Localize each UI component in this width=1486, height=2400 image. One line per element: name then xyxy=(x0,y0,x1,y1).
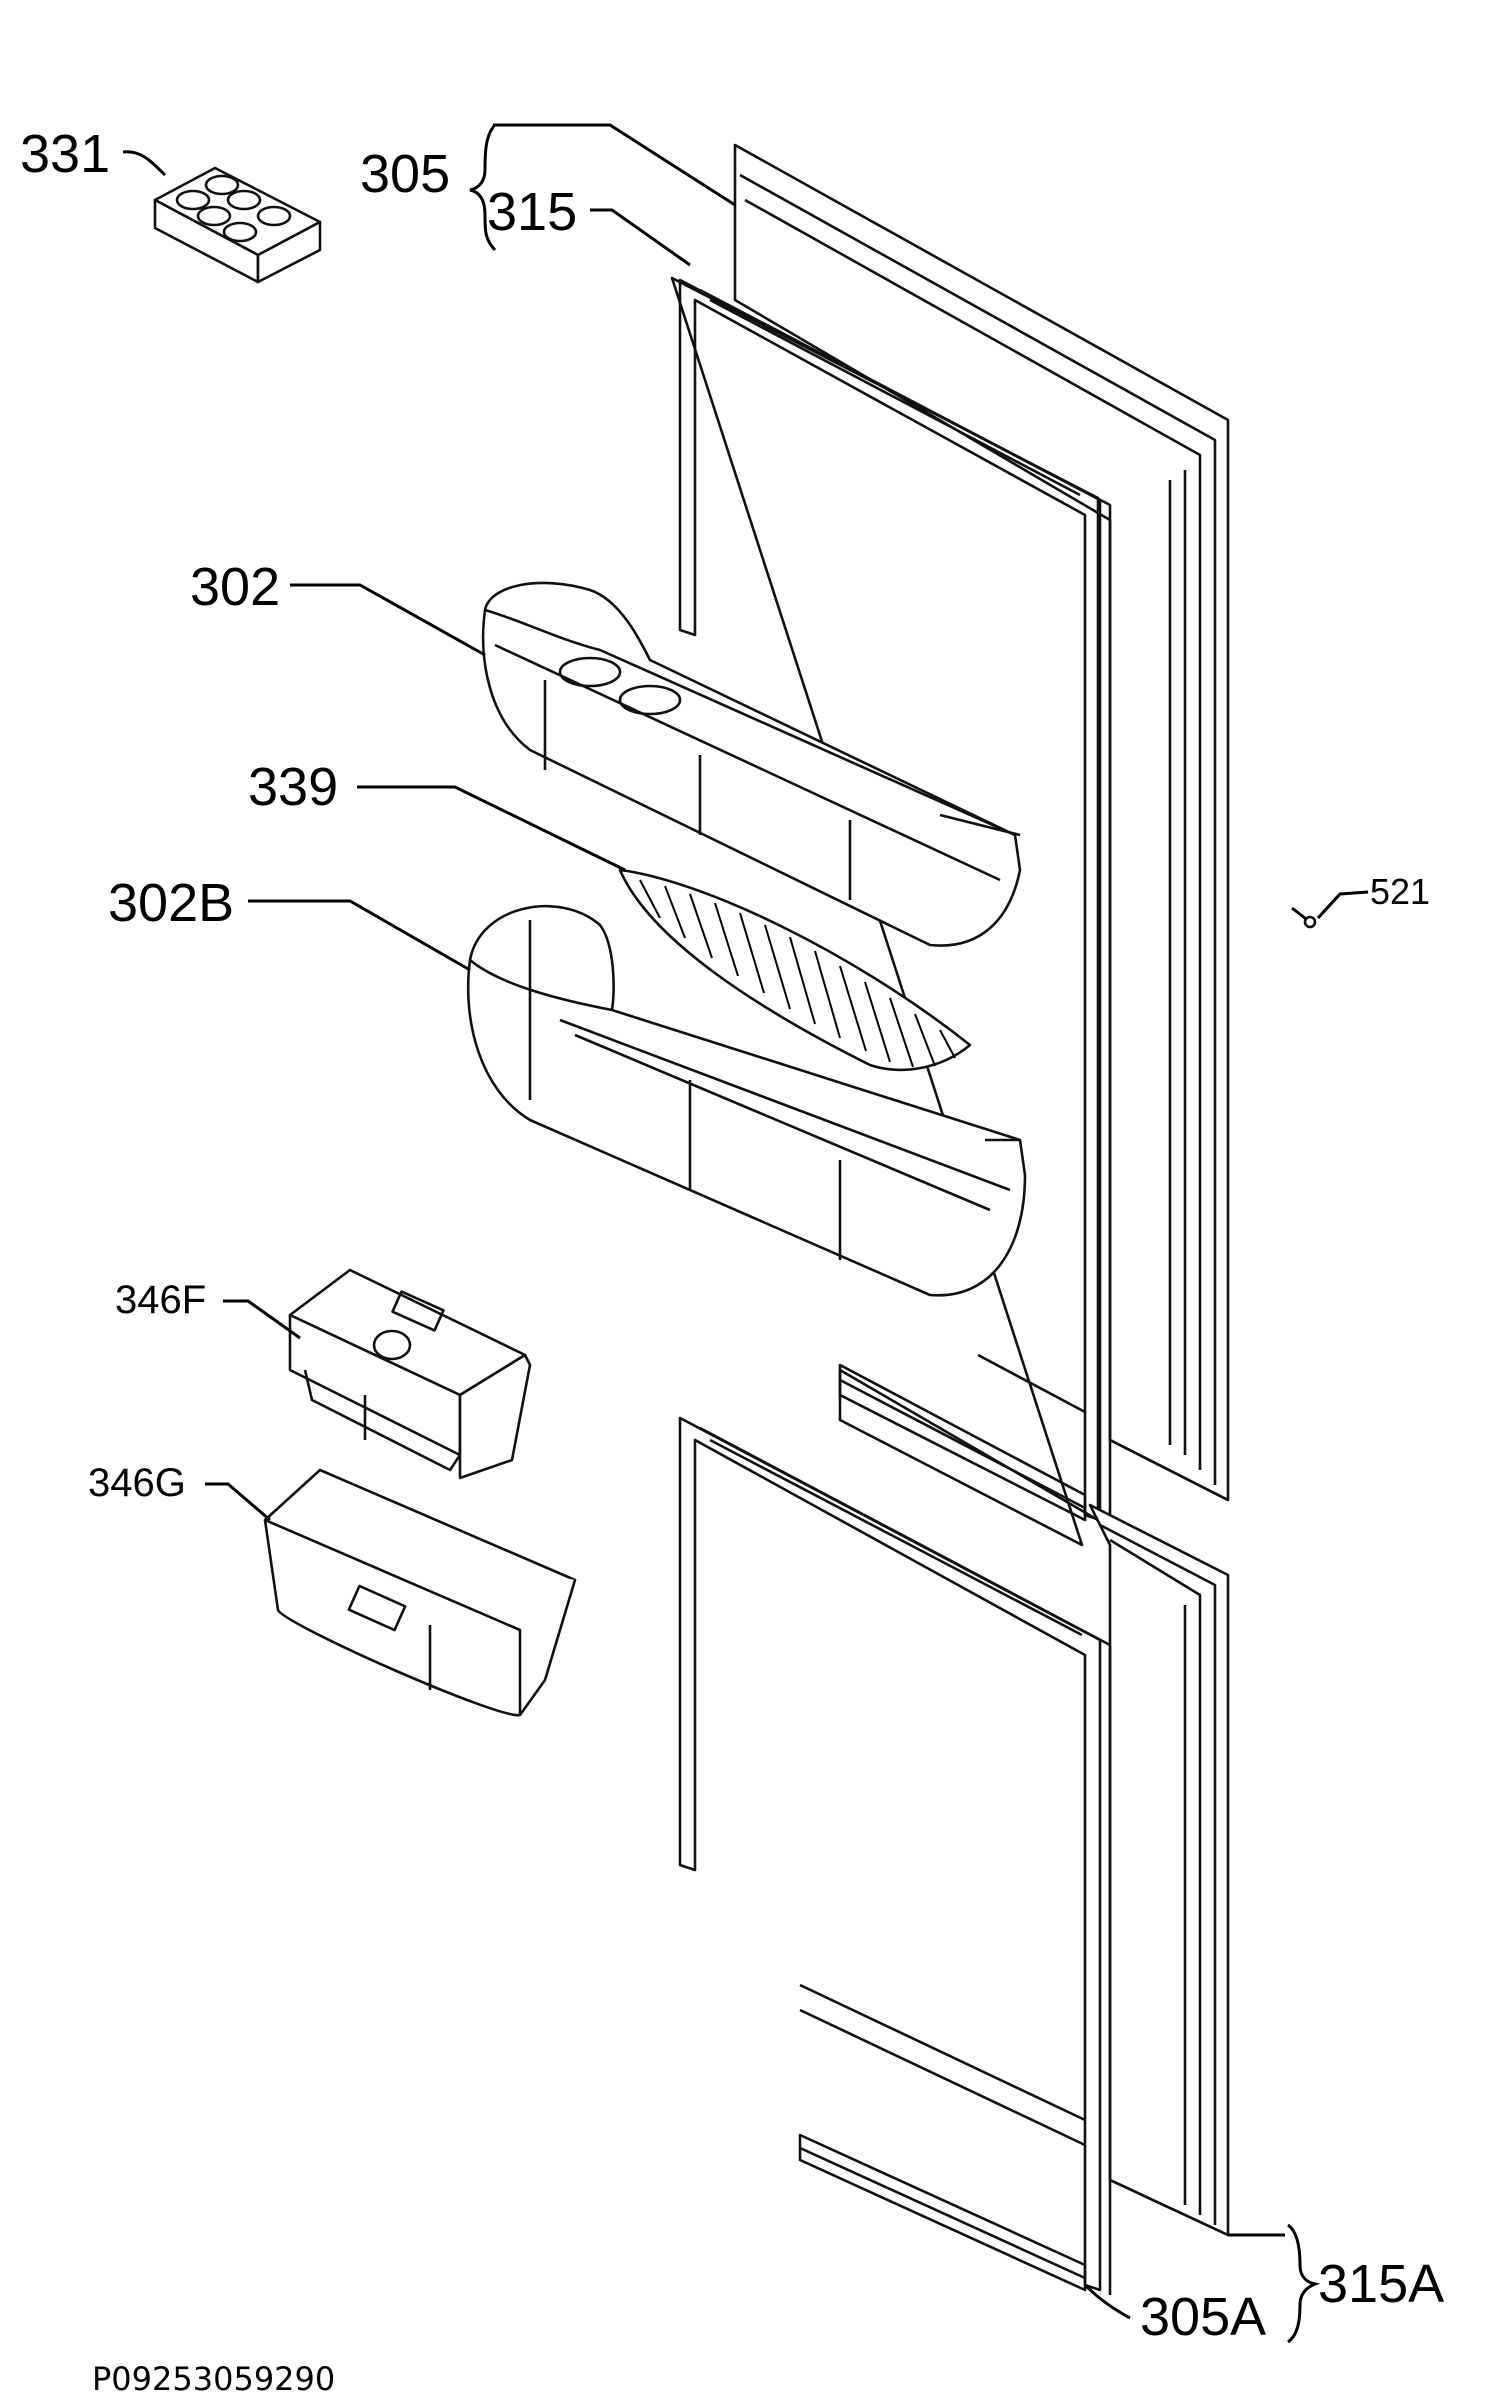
lower-door-panel xyxy=(1088,1503,1230,2237)
label-305A: 305A xyxy=(1140,2287,1266,2347)
diagram-code: P09253059290 xyxy=(92,2360,335,2398)
label-521: 521 xyxy=(1370,871,1430,912)
label-339: 339 xyxy=(248,757,338,817)
label-302: 302 xyxy=(190,557,280,617)
shelf-divider-339 xyxy=(618,868,972,1072)
door-shelf-302 xyxy=(481,581,1022,947)
label-346F: 346F xyxy=(115,1278,206,1322)
upper-door-gasket xyxy=(670,276,1112,1547)
label-315: 315 xyxy=(487,182,577,242)
leader-lines xyxy=(122,123,1369,2344)
lower-door-gasket xyxy=(678,1416,1112,2295)
label-315A: 315A xyxy=(1318,2254,1444,2314)
door-shelf-302B xyxy=(466,904,1027,1297)
screw-521 xyxy=(1291,906,1317,929)
label-346G: 346G xyxy=(88,1461,186,1505)
label-305: 305 xyxy=(360,144,450,204)
label-331: 331 xyxy=(20,124,110,184)
dairy-compartment-346F xyxy=(288,1268,532,1480)
egg-tray xyxy=(153,166,322,284)
label-302B: 302B xyxy=(108,873,234,933)
butter-dish-346G xyxy=(263,1468,577,1717)
